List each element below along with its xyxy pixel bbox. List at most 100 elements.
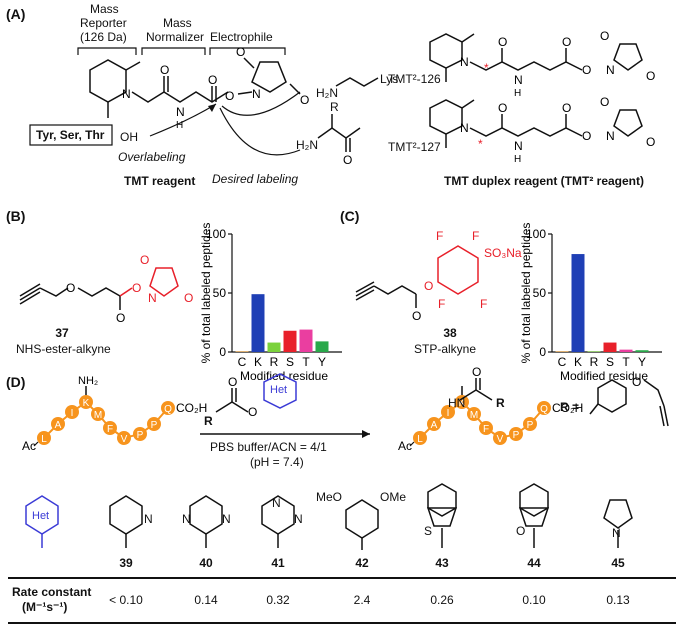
- peptide-left-residue-5: [103, 421, 117, 435]
- mass-reporter-label-3: (126 Da): [80, 30, 127, 44]
- triazine-icon: [345, 499, 379, 550]
- chart-c-xtick-K: K: [574, 355, 582, 369]
- so3na-label: SO₃Na: [484, 246, 522, 260]
- n-41b: N: [272, 496, 281, 510]
- peptide-right-residue-label-6: V: [497, 434, 504, 445]
- svg-text:O: O: [208, 73, 217, 87]
- nh2-label: NH₂: [78, 375, 98, 387]
- r-equals-label: R =: [560, 400, 580, 414]
- peptide-right-residue-label-8: P: [527, 420, 534, 431]
- svg-text:O: O: [472, 365, 481, 379]
- peptide-left-residue-4: [91, 407, 105, 421]
- svg-text:O: O: [582, 129, 591, 143]
- het-label-reagent: Het: [270, 384, 288, 396]
- chart-c-xlabel: Modified residue: [560, 369, 648, 383]
- svg-text:O: O: [646, 69, 655, 83]
- peptide-right-residue-3: [455, 395, 469, 409]
- peptide-right-residue-label-0: L: [417, 434, 423, 445]
- het-label-row: Het: [32, 510, 50, 522]
- peptide-right-residue-label-1: A: [431, 420, 438, 431]
- svg-text:*: *: [484, 61, 489, 75]
- svg-text:N: N: [148, 291, 157, 305]
- chart-b-xtick-T: T: [302, 355, 310, 369]
- compound-42: 42: [355, 556, 369, 570]
- svg-text:O: O: [498, 101, 507, 115]
- compound-37-number: 37: [55, 326, 69, 340]
- chart-c-xtick-C: C: [558, 355, 567, 369]
- svg-text:F: F: [480, 297, 487, 311]
- chart-b-bar-Y: [315, 341, 329, 352]
- chart-b-ytick-label-2: 100: [206, 227, 226, 241]
- ome-label: OMe: [380, 490, 407, 504]
- r-label-reagent: R: [204, 414, 213, 428]
- chart-c-bar-R: [587, 351, 601, 352]
- svg-text:O: O: [343, 153, 352, 167]
- mass-normalizer-label-2: Normalizer: [146, 30, 205, 44]
- peptide-left-residue-label-2: I: [71, 408, 74, 419]
- chart-c-xtick-T: T: [622, 355, 630, 369]
- svg-text:N: N: [122, 87, 131, 101]
- svg-text:O: O: [646, 135, 655, 149]
- residues-box-label: Tyr, Ser, Thr: [36, 128, 105, 142]
- peptide-left-residue-label-6: V: [121, 434, 128, 445]
- svg-text:O: O: [184, 291, 193, 305]
- peptide-left-residue-label-3: K: [83, 398, 90, 409]
- chart-b-bar-C: [235, 351, 249, 352]
- peptide-right-residue-0: [413, 431, 427, 445]
- h2n-label-lys: H₂N: [316, 86, 338, 100]
- svg-text:N: N: [606, 63, 615, 77]
- peptide-right-co2h-label: CO₂H: [552, 401, 583, 415]
- tmt-reagent-structure: N O N H O O N O O O N O * N H O O N: [29, 29, 655, 167]
- chart-b-ytick-label-0: 0: [219, 345, 226, 359]
- peptide-right-residue-label-9: Q: [540, 404, 548, 415]
- nhs-ester-alkyne-structure: O O O N O O: [19, 253, 193, 325]
- rate-constant-units: (M⁻¹s⁻¹): [22, 600, 68, 614]
- chart-c-bar-S: [603, 342, 617, 352]
- stp-alkyne-structure: O O F F F F: [355, 229, 487, 323]
- r-label: R: [330, 100, 339, 114]
- peptide-left-ac-bond: [33, 441, 39, 447]
- svg-text:O: O: [248, 405, 257, 419]
- peptide-left-ac-label: Ac: [22, 439, 36, 453]
- electrophile-label: Electrophile: [210, 30, 273, 44]
- panel-label-a: (A): [6, 6, 26, 22]
- svg-text:O: O: [140, 253, 149, 267]
- duplex-title: TMT duplex reagent (TMT² reagent): [444, 174, 645, 188]
- svg-text:N: N: [460, 121, 469, 135]
- svg-text:O: O: [66, 281, 75, 295]
- svg-text:N: N: [252, 87, 261, 101]
- peptide-left-backbone: [43, 400, 169, 440]
- svg-text:N: N: [176, 105, 185, 119]
- rate-42: 2.4: [353, 593, 371, 607]
- peptide-right-residue-label-2: I: [447, 408, 450, 419]
- peptide-right-residue-label-4: M: [470, 410, 478, 421]
- svg-text:*: *: [478, 137, 483, 151]
- svg-text:F: F: [436, 229, 443, 243]
- chart-c-ytick-label-1: 50: [533, 286, 547, 300]
- rate-39: < 0.10: [109, 593, 143, 607]
- svg-text:H: H: [514, 154, 521, 165]
- table-top-rule: [8, 577, 676, 579]
- chart-c-xtick-R: R: [590, 355, 599, 369]
- n-41a: N: [294, 512, 303, 526]
- peptide-right-ac-bond: [409, 441, 415, 447]
- chart-b-xtick-R: R: [270, 355, 279, 369]
- peptide-left-residue-label-5: F: [107, 424, 113, 435]
- chart-b-bar-R: [267, 342, 281, 352]
- o-44: O: [516, 524, 526, 538]
- peptide-right-residue-8: [523, 417, 537, 431]
- peptide-right-backbone: [419, 400, 545, 440]
- peptide-left-residue-6: [117, 431, 131, 445]
- compound-41: 41: [271, 556, 285, 570]
- chart-b-xtick-S: S: [286, 355, 294, 369]
- n-40b: N: [222, 512, 231, 526]
- peptide-left-residue-label-1: A: [55, 420, 62, 431]
- chart-b-ylabel: % of total labeled peptides: [199, 223, 213, 364]
- chart-c-ylabel: % of total labeled peptides: [519, 223, 533, 364]
- rate-45: 0.13: [606, 593, 630, 607]
- svg-text:O: O: [160, 63, 169, 77]
- compound-45: 45: [611, 556, 625, 570]
- svg-text:O: O: [300, 93, 309, 107]
- svg-text:O: O: [562, 101, 571, 115]
